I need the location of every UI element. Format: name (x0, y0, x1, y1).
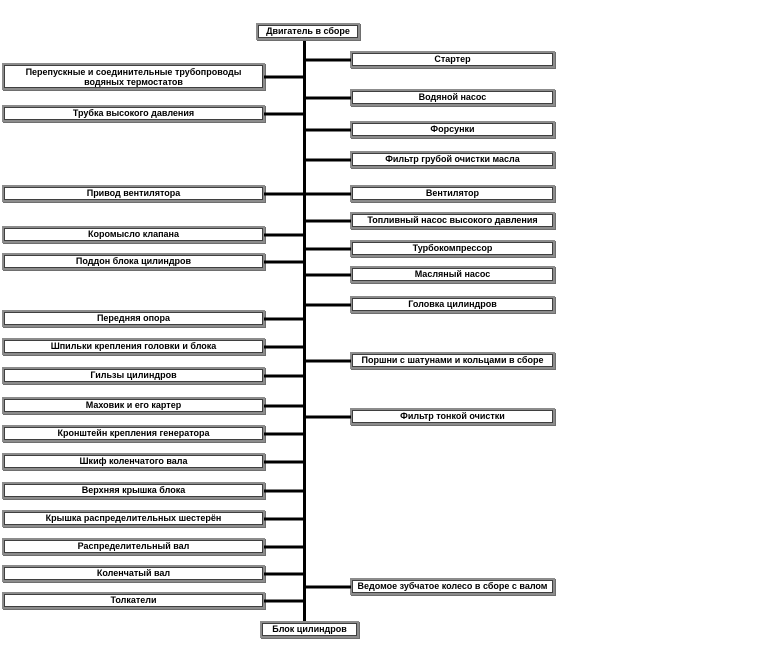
node-turbocharger: Турбокомпрессор (350, 240, 555, 257)
node-tappets: Толкатели (2, 592, 265, 609)
node-front-mount: Передняя опора (2, 310, 265, 327)
trunk-line (303, 40, 306, 623)
node-water-pump: Водяной насос (350, 89, 555, 106)
node-cylinder-block: Блок цилиндров (260, 621, 359, 638)
node-bypass-pipes: Перепускные и соединительные трубопровод… (2, 63, 265, 90)
node-timing-gear-cover: Крышка распределительных шестерён (2, 510, 265, 527)
node-engine-assembly: Двигатель в сборе (256, 23, 360, 40)
node-cylinder-liners: Гильзы цилиндров (2, 367, 265, 384)
node-head-studs: Шпильки крепления головки и блока (2, 338, 265, 355)
node-driven-gear-assembly: Ведомое зубчатое колесо в сборе с валом (350, 578, 555, 595)
node-fan-drive: Привод вентилятора (2, 185, 265, 202)
node-oil-pump: Масляный насос (350, 266, 555, 283)
node-generator-bracket: Кронштейн крепления генератора (2, 425, 265, 442)
node-cylinder-head: Головка цилиндров (350, 296, 555, 313)
node-flywheel-and-housing: Маховик и его картер (2, 397, 265, 414)
node-fine-oil-filter: Фильтр тонкой очистки (350, 408, 555, 425)
node-injectors: Форсунки (350, 121, 555, 138)
node-fan: Вентилятор (350, 185, 555, 202)
node-coarse-oil-filter: Фильтр грубой очистки масла (350, 151, 555, 168)
node-crankshaft-pulley: Шкиф коленчатого вала (2, 453, 265, 470)
node-top-block-cover: Верхняя крышка блока (2, 482, 265, 499)
node-fuel-injection-pump: Топливный насос высокого давления (350, 212, 555, 229)
node-pistons-assembly: Поршни с шатунами и кольцами в сборе (350, 352, 555, 369)
node-camshaft: Распределительный вал (2, 538, 265, 555)
node-oil-pan: Поддон блока цилиндров (2, 253, 265, 270)
node-crankshaft: Коленчатый вал (2, 565, 265, 582)
node-starter: Стартер (350, 51, 555, 68)
node-valve-rocker: Коромысло клапана (2, 226, 265, 243)
node-high-pressure-tube: Трубка высокого давления (2, 105, 265, 122)
